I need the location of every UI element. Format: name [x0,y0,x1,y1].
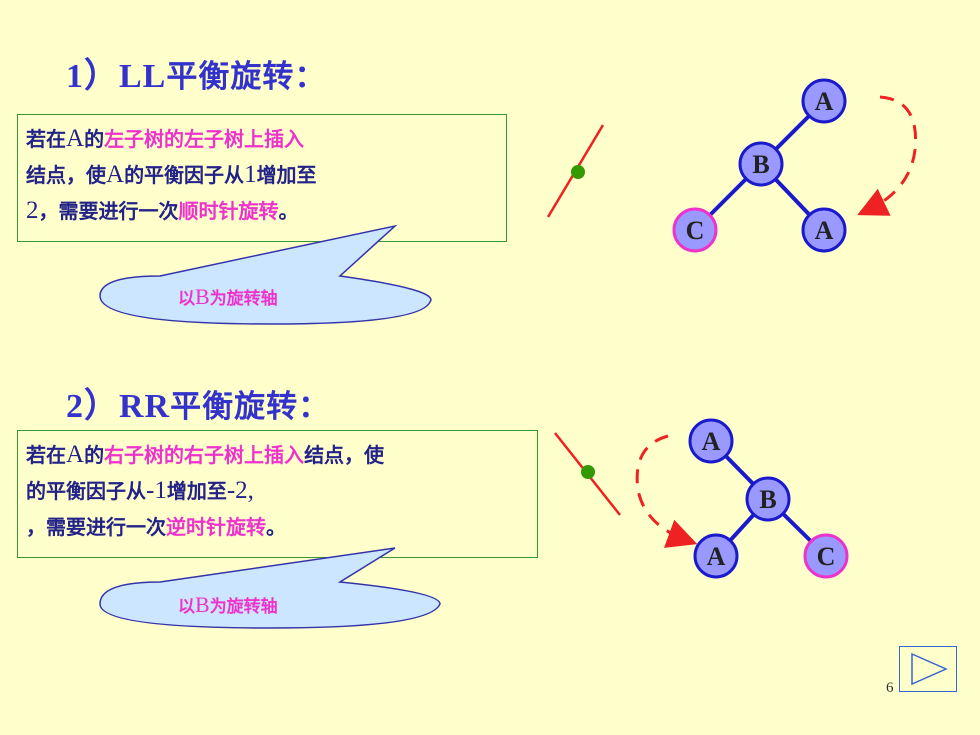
desc-text: 增加至 [256,163,317,187]
svg-text:B: B [752,150,769,179]
tree1-node-mid: B [738,141,784,187]
section1-title-cn: 平衡旋转： [166,59,327,95]
section1-description: 若在A的左子树的左子树上插入 结点，使A的平衡因子从1增加至 2，需要进行一次顺… [17,114,507,242]
desc-text: 的 [84,443,105,467]
tree2-node-left: A [693,533,739,579]
section1-title: 1）LL平衡旋转： [66,48,326,97]
desc-number: 2 [26,197,39,224]
desc-text: 若在 [26,443,66,467]
tree1-node-left: C [672,207,718,253]
desc-text: ，需要进行一次 [26,515,166,539]
svg-text:A: A [702,427,721,456]
svg-text:B: B [759,485,776,514]
desc-text: 若在 [26,127,66,151]
desc-highlight: 逆时针旋转 [166,515,266,539]
pivot-suffix: 为旋转轴 [209,289,278,309]
section2-title: 2）RR平衡旋转： [66,378,330,427]
desc-number: 1 [244,161,257,188]
pivot-prefix: 以 [178,597,195,617]
desc-highlight: 左子树的左子树上插入 [104,127,305,151]
pivot-label-1: 以B为旋转轴 [178,284,278,310]
desc-text: 。 [266,515,286,539]
desc-number: -1 [146,477,167,504]
svg-text:C: C [817,542,836,571]
pivot-prefix: 以 [178,289,195,309]
desc-text: 的平衡因子从 [124,163,245,187]
pivot-label-2: 以B为旋转轴 [178,592,278,618]
svg-text:A: A [707,542,726,571]
desc-highlight: 顺时针旋转 [178,199,279,223]
section2-description: 若在A的右子树的右子树上插入结点，使 的平衡因子从-1增加至-2, ，需要进行一… [17,430,538,558]
desc-text: 结点，使 [304,443,385,467]
desc-node: A [66,125,85,152]
pivot-bubble-2 [99,547,441,629]
desc-node: A [66,441,85,468]
play-triangle-icon [911,652,948,686]
pivot-dot-1 [571,165,585,179]
svg-text:A: A [815,216,834,245]
pivot-bubble-1 [99,224,432,325]
desc-number: -2 [226,477,248,504]
page-number: 6 [886,680,894,696]
desc-highlight: 右子树的右子树上插入 [104,443,305,467]
svg-text:A: A [815,87,834,116]
pivot-dot-2 [581,465,595,479]
desc-text: 结点，使 [26,163,106,187]
section2-title-prefix: 2）RR [66,388,171,425]
next-slide-button[interactable] [899,646,957,692]
desc-node: A [106,161,125,188]
section1-title-prefix: 1）LL [66,58,167,95]
desc-text: 的平衡因子从 [26,479,146,503]
pivot-suffix: 为旋转轴 [209,597,278,617]
clockwise-arrow [857,95,918,216]
tree1-node-right: A [801,207,847,253]
svg-text:C: C [686,216,705,245]
tree2-node-top: A [688,418,734,464]
counterclockwise-arrow [635,434,698,548]
pivot-node: B [195,284,210,309]
desc-text: 。 [278,199,299,223]
tree2-node-mid: B [745,476,791,522]
tree2-node-right: C [803,533,849,579]
desc-text: 增加至 [166,479,227,503]
desc-text: ，需要进行一次 [38,199,179,223]
section2-title-cn: 平衡旋转： [170,389,331,425]
tree1-node-top: A [801,78,847,124]
pivot-node: B [195,592,210,617]
desc-text: 的 [84,127,105,151]
